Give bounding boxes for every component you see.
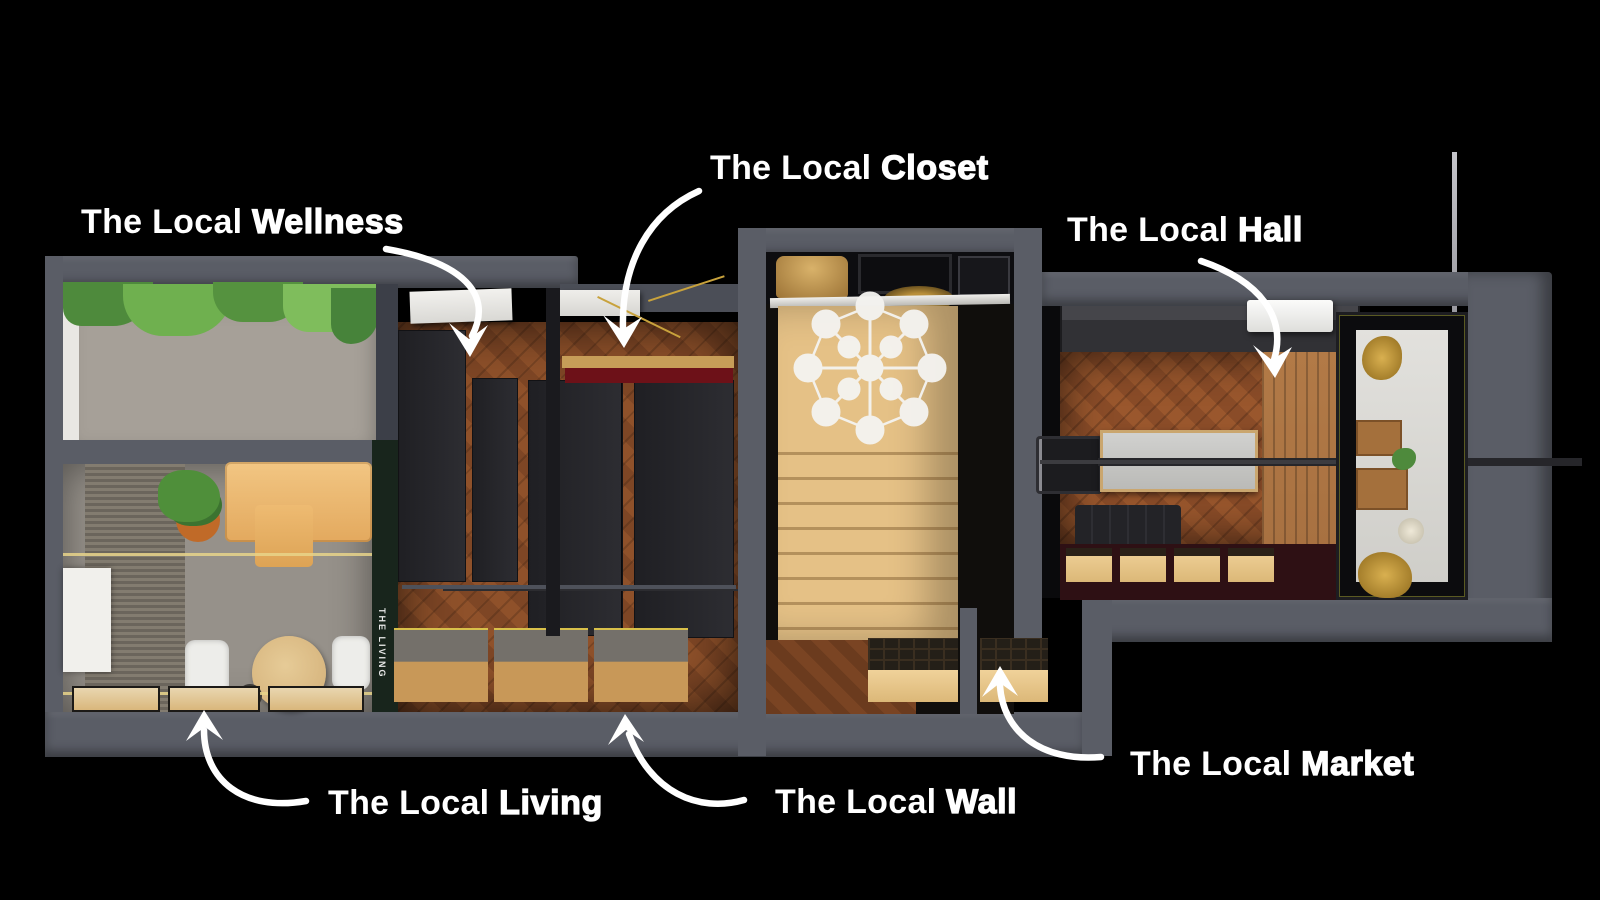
- label-closet-name: Closet: [880, 149, 989, 187]
- market-crates-a-front: [868, 670, 958, 702]
- label-market-name: Market: [1300, 745, 1415, 783]
- sofa-chaise: [255, 505, 313, 567]
- shop-display-table-1: [394, 628, 488, 702]
- label-wellness-name: Wellness: [251, 203, 404, 241]
- wellness-counter: [409, 288, 513, 324]
- hall-white-unit: [1247, 300, 1333, 332]
- label-closet: The Local Closet: [710, 149, 989, 187]
- closet-shelf-line: [562, 356, 734, 368]
- living-top-wall: [45, 440, 392, 464]
- window-plant-icon: [1392, 448, 1416, 470]
- art-small-frames-icon: [958, 256, 1010, 296]
- market-crates-a-top: [868, 638, 958, 672]
- hall-bottom-wall: [1082, 598, 1552, 642]
- label-market: The Local Market: [1130, 745, 1415, 783]
- hall-step-wall: [1082, 598, 1112, 756]
- label-market-prefix: The Local: [1130, 745, 1302, 783]
- closet-shelf-right: [634, 380, 734, 638]
- closet-shelf-island: [528, 380, 623, 636]
- tower-left-wall: [738, 228, 766, 756]
- label-wellness: The Local Wellness: [81, 203, 404, 241]
- window-desk-2: [1356, 468, 1408, 510]
- hall-floor-light-strip: [1262, 352, 1336, 544]
- market-divider-wall: [960, 608, 977, 714]
- label-wellness-prefix: The Local: [81, 203, 253, 241]
- greenery-icon: [63, 282, 378, 344]
- left-outer-wall: [45, 256, 63, 756]
- tower-right-wall: [1014, 228, 1042, 643]
- window-desk-1: [1356, 420, 1402, 456]
- shop-display-table-3: [594, 628, 688, 702]
- display-stand-1: [72, 686, 160, 712]
- hall-crate-3: [1174, 548, 1220, 582]
- barbell-bar: [1040, 460, 1340, 464]
- gym-machine: [1036, 436, 1102, 494]
- label-wall-prefix: The Local: [775, 783, 947, 821]
- shop-hang-rail: [402, 585, 736, 589]
- display-stand-2: [168, 686, 260, 712]
- market-crates-b-top: [980, 638, 1048, 672]
- label-wall-name: Wall: [945, 783, 1018, 821]
- shop-partition-wall: [546, 288, 560, 636]
- wellness-shelf-a: [398, 330, 466, 582]
- plant-foliage-icon: [158, 470, 220, 522]
- living-wall-sign: THE LIVING: [377, 608, 387, 679]
- hall-right-wall: [1468, 272, 1552, 642]
- label-living-name: Living: [498, 784, 603, 822]
- stair-steps: [778, 430, 958, 640]
- patio-white-strip: [63, 288, 79, 440]
- label-hall-name: Hall: [1237, 211, 1303, 249]
- label-closet-prefix: The Local: [710, 149, 882, 187]
- green-divider-wall: [372, 440, 398, 712]
- clothes-rail-line-1: [63, 553, 372, 556]
- label-hall: The Local Hall: [1067, 211, 1303, 249]
- label-hall-prefix: The Local: [1067, 211, 1239, 249]
- shop-display-table-2: [494, 628, 588, 702]
- wellness-shelf-b: [472, 378, 518, 582]
- hall-crate-2: [1120, 548, 1166, 582]
- label-living: The Local Living: [328, 784, 603, 822]
- closet-red-rack: [565, 368, 733, 383]
- display-stand-3: [268, 686, 364, 712]
- hall-crate-4: [1228, 548, 1274, 582]
- hall-crate-1: [1066, 548, 1112, 582]
- bottom-wall: [45, 712, 1085, 757]
- living-door-panel: [63, 568, 111, 672]
- label-wall: The Local Wall: [775, 783, 1018, 821]
- art-basket-icon: [776, 256, 848, 298]
- statue-bottom-icon: [1358, 552, 1412, 598]
- armchair-right: [332, 636, 370, 690]
- window-lamp-icon: [1398, 518, 1424, 544]
- market-crates-b-front: [980, 670, 1048, 702]
- label-living-prefix: The Local: [328, 784, 500, 822]
- statue-top-icon: [1362, 336, 1402, 380]
- patio-right-wall: [376, 284, 398, 444]
